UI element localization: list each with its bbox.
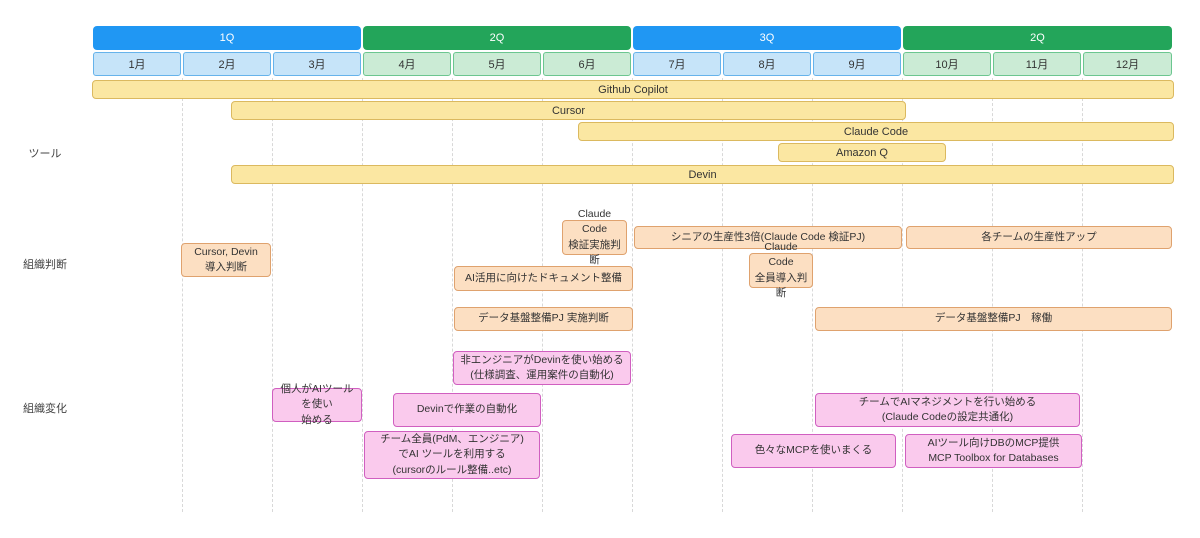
box-line: 全員導入判断 — [754, 271, 808, 299]
month-cell-jul: 7月 — [633, 52, 721, 76]
box-line: Cursor, Devin — [194, 245, 258, 258]
change-box-devin-automation: Devinで作業の自動化 — [393, 393, 541, 427]
box-line: (仕様調査、運用案件の自動化) — [470, 369, 614, 381]
decision-box-data-platform-live: データ基盤整備PJ 稼働 — [815, 307, 1172, 331]
month-gridline — [542, 78, 543, 512]
quarter-segment-1q: 1Q — [93, 26, 361, 50]
box-line: データ基盤整備PJ 実施判断 — [478, 312, 609, 325]
month-gridline — [1082, 78, 1083, 512]
box-line: シニアの生産性3倍(Claude Code 検証PJ) — [670, 230, 866, 243]
box-line: AI活用に向けたドキュメント整備 — [465, 271, 622, 284]
box-line: チーム全員(PdM、エンジニア) — [380, 433, 524, 446]
box-line: でAI ツールを利用する — [398, 448, 506, 461]
month-cell-apr: 4月 — [363, 52, 451, 76]
change-box-whole-team-ai-tools: チーム全員(PdM、エンジニア) でAI ツールを利用する (cursorのルー… — [364, 431, 540, 479]
month-gridline — [722, 78, 723, 512]
change-box-non-engineers-devin: 非エンジニアがDevinを使い始める (仕様調査、運用案件の自動化) — [453, 351, 631, 385]
box-line: 個人がAIツールを使い — [280, 383, 354, 411]
month-cell-oct: 10月 — [903, 52, 991, 76]
box-line: 色々なMCPを使いまくる — [754, 444, 873, 457]
box-line: AIツール向けDBのMCP提供 — [927, 436, 1060, 449]
tool-bar-devin: Devin — [231, 165, 1174, 184]
tool-bar-label: Claude Code — [843, 125, 909, 138]
change-box-db-mcp-toolbox: AIツール向けDBのMCP提供 MCP Toolbox for Database… — [905, 434, 1082, 468]
box-line: 導入判断 — [205, 261, 247, 273]
month-cell-nov: 11月 — [993, 52, 1081, 76]
month-cell-jan: 1月 — [93, 52, 181, 76]
tool-bar-github-copilot: Github Copilot — [92, 80, 1174, 99]
month-gridline — [272, 78, 273, 512]
box-line: Claude Code — [764, 241, 798, 269]
month-cell-sep: 9月 — [813, 52, 901, 76]
decision-box-claude-code-all-adoption: Claude Code 全員導入判断 — [749, 241, 813, 299]
decision-box-senior-productivity: シニアの生産性3倍(Claude Code 検証PJ) — [634, 226, 902, 249]
month-gridline — [632, 78, 633, 512]
month-gridline — [362, 78, 363, 512]
decision-box-ai-docs: AI活用に向けたドキュメント整備 — [454, 266, 633, 291]
month-cell-jun: 6月 — [543, 52, 631, 76]
quarter-segment-2q: 2Q — [363, 26, 631, 50]
tool-bar-amazon-q: Amazon Q — [778, 143, 946, 162]
quarter-segment-4q: 2Q — [903, 26, 1172, 50]
month-gridline — [182, 78, 183, 512]
month-cell-dec: 12月 — [1083, 52, 1172, 76]
tool-bar-cursor: Cursor — [231, 101, 906, 120]
tool-bar-label: Amazon Q — [836, 146, 888, 159]
month-gridline — [812, 78, 813, 512]
tool-bar-claude-code: Claude Code — [578, 122, 1174, 141]
decision-box-cursor-devin-adoption: Cursor, Devin 導入判断 — [181, 243, 271, 277]
change-box-team-ai-management: チームでAIマネジメントを行い始める (Claude Codeの設定共通化) — [815, 393, 1080, 427]
box-line: (Claude Codeの設定共通化) — [881, 411, 1014, 423]
month-gridline — [902, 78, 903, 512]
box-line: MCP Toolbox for Databases — [928, 452, 1059, 464]
row-label-org-change: 組織変化 — [23, 403, 67, 415]
box-line: Devinで作業の自動化 — [416, 403, 518, 416]
month-gridline — [452, 78, 453, 512]
month-cell-feb: 2月 — [183, 52, 271, 76]
decision-box-team-productivity: 各チームの生産性アップ — [906, 226, 1172, 249]
month-gridline — [992, 78, 993, 512]
box-line: チームでAIマネジメントを行い始める — [858, 395, 1037, 408]
tool-bar-label: Devin — [688, 168, 717, 181]
box-line: 各チームの生産性アップ — [981, 230, 1097, 243]
box-line: 非エンジニアがDevinを使い始める — [460, 353, 624, 366]
row-label-tools: ツール — [28, 148, 62, 160]
tool-bar-label: Github Copilot — [598, 83, 668, 96]
decision-box-data-platform-decide: データ基盤整備PJ 実施判断 — [454, 307, 633, 331]
box-line: データ基盤整備PJ 稼働 — [934, 312, 1053, 325]
month-cell-mar: 3月 — [273, 52, 361, 76]
box-line: Claude Code — [577, 208, 612, 236]
change-box-individuals-ai-tools: 個人がAIツールを使い 始める — [272, 383, 362, 426]
quarter-segment-3q: 3Q — [633, 26, 901, 50]
month-cell-may: 5月 — [453, 52, 541, 76]
box-line: 始める — [301, 413, 333, 426]
change-box-use-many-mcp: 色々なMCPを使いまくる — [731, 434, 896, 468]
row-label-org-decision: 組織判断 — [23, 259, 67, 271]
month-cell-aug: 8月 — [723, 52, 811, 76]
box-line: (cursorのルール整備..etc) — [392, 463, 512, 476]
tool-bar-label: Cursor — [551, 104, 585, 117]
decision-box-claude-code-verify: Claude Code 検証実施判断 — [562, 208, 627, 266]
box-line: 検証実施判断 — [568, 238, 621, 266]
